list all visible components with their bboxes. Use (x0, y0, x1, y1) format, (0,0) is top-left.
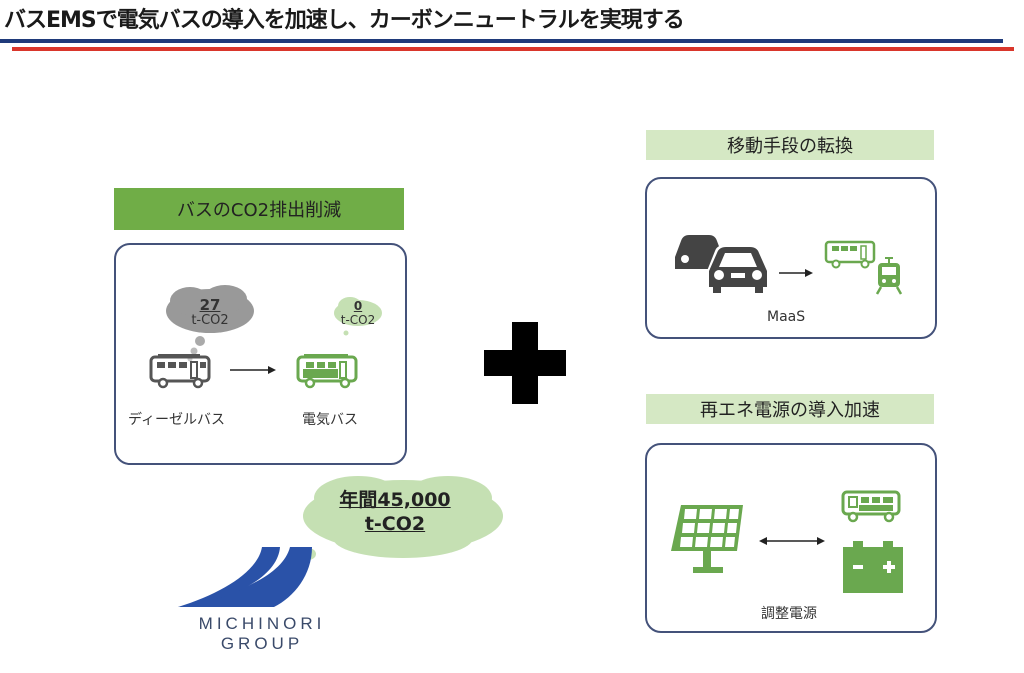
bidirectional-arrow-icon (759, 537, 825, 545)
diesel-emission-cloud-icon (166, 285, 254, 362)
renewable-header: 再エネ電源の導入加速 (646, 394, 934, 424)
battery-icon (843, 541, 903, 593)
arrow-right-icon (230, 366, 276, 374)
slide-title: バスEMSで電気バスの導入を加速し、カーボンニュートラルを実現する (4, 8, 685, 33)
electric-co2-value: 0 (353, 299, 363, 313)
annual-reduction-cloud-icon (300, 476, 503, 560)
plus-icon (484, 322, 566, 404)
mobility-header: 移動手段の転換 (646, 130, 934, 160)
bus-co2-header-text: バスのCO2排出削減 (176, 200, 342, 221)
title-underline-red (12, 47, 1014, 51)
bus-co2-header: バスのCO2排出削減 (114, 188, 404, 230)
bus-co2-panel: 27 t-CO2 0 t-CO2 ディーゼルバス 電気バス (114, 243, 407, 465)
bus-icon (841, 490, 901, 523)
bus-icon (824, 240, 876, 269)
mobility-panel: MaaS (645, 177, 937, 339)
electric-co2-unit: t-CO2 (340, 313, 376, 327)
electric-emission-cloud-icon (334, 297, 382, 336)
maas-label: MaaS (767, 309, 806, 325)
title-underline-blue (0, 39, 1003, 43)
electric-bus-icon (296, 354, 358, 389)
car-icon (675, 235, 769, 293)
solar-panel-icon (671, 505, 743, 573)
renewable-panel: 調整電源 (645, 443, 937, 633)
diesel-co2-unit: t-CO2 (191, 313, 229, 328)
annual-reduction-value: 年間45,000 (339, 489, 451, 511)
diesel-bus-label: ディーゼルバス (128, 412, 226, 428)
electric-bus-label: 電気バス (302, 412, 358, 428)
michinori-logo-icon (178, 547, 312, 607)
annual-reduction-unit: t-CO2 (364, 513, 426, 535)
diesel-co2-value: 27 (199, 296, 221, 314)
logo-text-line1: MICHINORI (198, 614, 326, 633)
diesel-bus-icon (149, 354, 211, 389)
renewable-header-text: 再エネ電源の導入加速 (700, 400, 880, 421)
logo-text-line2: GROUP (220, 634, 304, 653)
train-icon (875, 257, 903, 295)
balancing-power-label: 調整電源 (761, 606, 817, 622)
arrow-right-icon (779, 269, 813, 277)
mobility-header-text: 移動手段の転換 (727, 136, 853, 157)
